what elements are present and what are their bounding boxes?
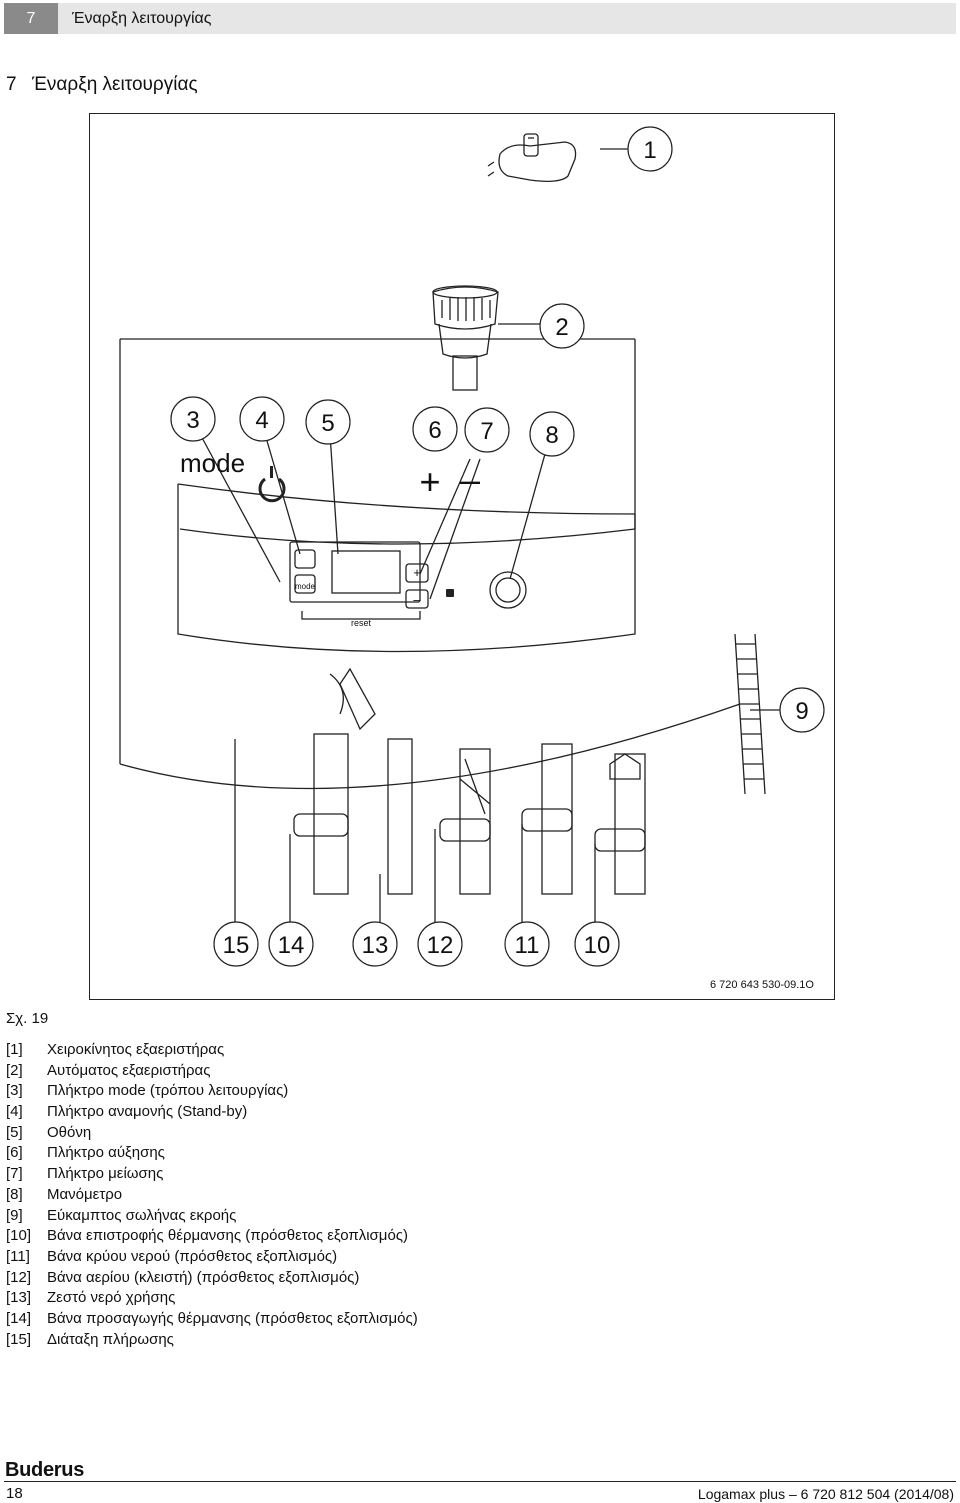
legend-text: Πλήκτρο μείωσης: [47, 1165, 164, 1183]
chapter-title: Έναρξη λειτουργίας: [72, 10, 212, 27]
legend-text: Πλήκτρο αναμονής (Stand-by): [47, 1103, 248, 1121]
legend-item: [9] Εύκαμπτος σωλήνας εκροής: [6, 1206, 418, 1227]
mode-button-label: mode: [295, 582, 316, 591]
legend-key: [6]: [6, 1144, 23, 1162]
reset-label: reset: [351, 618, 372, 628]
legend-key: [10]: [6, 1227, 32, 1245]
footer-divider: [4, 1481, 956, 1482]
legend-item: [10] Βάνα επιστροφής θέρμανσης (πρόσθετος…: [6, 1226, 418, 1247]
legend-item: [15] Διάταξη πλήρωσης: [6, 1330, 418, 1351]
legend-item: [5] Οθόνη: [6, 1123, 418, 1144]
legend-item: [14] Βάνα προσαγωγής θέρμανσης (πρόσθετος…: [6, 1309, 418, 1330]
legend-item: [3] Πλήκτρο mode (τρόπου λειτουργίας): [6, 1081, 418, 1102]
figure-legend: [1] Χειροκίνητος εξαεριστήρας [2] Αυτόματο…: [6, 1040, 418, 1350]
callout-1: 1: [643, 137, 656, 164]
boiler-illustration: 1 2 3 4 5 6 7 8 9 15 14 13 12 11 10 mode…: [119, 126, 825, 967]
legend-key: [14]: [6, 1309, 32, 1327]
legend-key: [13]: [6, 1289, 32, 1307]
minus-label: –: [460, 459, 480, 500]
plus-button-label: +: [413, 565, 421, 580]
callout-13: 13: [362, 932, 389, 959]
section-heading: 7 Έναρξη λειτουργίας: [6, 74, 198, 96]
legend-item: [7] Πλήκτρο μείωσης: [6, 1164, 418, 1185]
legend-text: Ζεστό νερό χρήσης: [47, 1289, 176, 1307]
callout-12: 12: [427, 932, 454, 959]
legend-text: Βάνα προσαγωγής θέρμανσης (πρόσθετος εξο…: [47, 1309, 418, 1327]
callout-15: 15: [223, 932, 250, 959]
figure-caption: Σχ. 19: [6, 1010, 49, 1027]
legend-text: Βάνα αερίου (κλειστή) (πρόσθετος εξοπλισ…: [47, 1268, 360, 1286]
legend-key: [1]: [6, 1041, 23, 1058]
callout-4: 4: [255, 407, 268, 434]
legend-key: [11]: [6, 1247, 30, 1265]
legend-item: [2] Αυτόματος εξαεριστήρας: [6, 1061, 418, 1082]
legend-text: Οθόνη: [47, 1123, 92, 1141]
legend-key: [2]: [6, 1061, 23, 1079]
legend-text: Χειροκίνητος εξαεριστήρας: [47, 1041, 225, 1058]
legend-key: [4]: [6, 1103, 23, 1121]
boiler-figure: 1 2 3 4 5 6 7 8 9 15 14 13 12 11 10 mode…: [89, 113, 835, 1000]
legend-item: [8] Μανόμετρο: [6, 1185, 418, 1206]
callout-8: 8: [545, 422, 558, 449]
legend-key: [3]: [6, 1082, 23, 1100]
plus-label: +: [419, 461, 440, 502]
callout-7: 7: [480, 418, 493, 445]
legend-text: Μανόμετρο: [47, 1185, 123, 1203]
legend-key: [9]: [6, 1206, 23, 1224]
callout-5: 5: [321, 410, 334, 437]
legend-item: [13] Ζεστό νερό χρήσης: [6, 1288, 418, 1309]
document-reference: Logamax plus – 6 720 812 504 (2014/08): [697, 1486, 954, 1502]
legend-text: Πλήκτρο mode (τρόπου λειτουργίας): [47, 1082, 289, 1100]
legend-item: [1] Χειροκίνητος εξαεριστήρας: [6, 1040, 418, 1061]
legend-key: [7]: [6, 1165, 23, 1183]
legend-text: Διάταξη πλήρωσης: [47, 1330, 174, 1348]
callout-3: 3: [186, 407, 199, 434]
section-title: Έναρξη λειτουργίας: [32, 74, 198, 95]
callout-6: 6: [428, 417, 441, 444]
legend-text: Πλήκτρο αύξησης: [47, 1144, 165, 1162]
legend-item: [6] Πλήκτρο αύξησης: [6, 1143, 418, 1164]
callout-2: 2: [555, 314, 568, 341]
legend-key: [5]: [6, 1123, 23, 1141]
page-number: 18: [6, 1485, 23, 1502]
legend-key: [15]: [6, 1330, 32, 1348]
legend-text: Αυτόματος εξαεριστήρας: [47, 1061, 211, 1079]
legend-text: Εύκαμπτος σωλήνας εκροής: [47, 1206, 237, 1224]
section-number: 7: [6, 74, 17, 95]
legend-text: Βάνα κρύου νερού (πρόσθετος εξοπλισμός): [47, 1247, 338, 1265]
mode-label: mode: [180, 448, 245, 478]
callout-11: 11: [515, 932, 540, 959]
legend-item: [4] Πλήκτρο αναμονής (Stand-by): [6, 1102, 418, 1123]
legend-key: [8]: [6, 1185, 23, 1203]
legend-item: [12] Βάνα αερίου (κλειστή) (πρόσθετος εξο…: [6, 1268, 418, 1289]
callout-9: 9: [795, 698, 808, 725]
legend-text: Βάνα επιστροφής θέρμανσης (πρόσθετος εξο…: [47, 1227, 409, 1245]
brand-logo: Buderus: [5, 1459, 85, 1481]
legend-key: [12]: [6, 1268, 32, 1286]
figure-reference-code: 6 720 643 530-09.1O: [710, 979, 814, 991]
chapter-number: 7: [4, 3, 58, 34]
minus-button-label: –: [413, 592, 421, 607]
chapter-header-bar: 7 Έναρξη λειτουργίας: [4, 3, 956, 34]
callout-14: 14: [278, 932, 305, 959]
legend-item: [11] Βάνα κρύου νερού (πρόσθετος εξοπλισμ…: [6, 1247, 418, 1268]
callout-10: 10: [584, 932, 611, 959]
